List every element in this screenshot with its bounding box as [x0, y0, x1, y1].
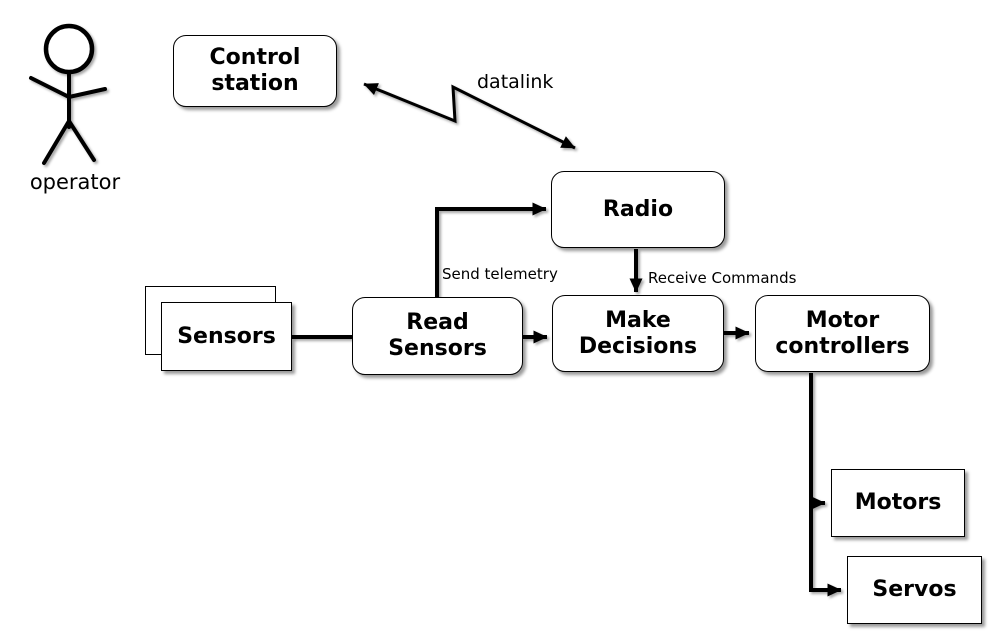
operator-head: [43, 23, 95, 75]
node-control-station: Control station: [173, 35, 337, 107]
node-read-sensors-label: Read Sensors: [388, 310, 487, 361]
node-servos: Servos: [847, 556, 982, 624]
node-sensors: Sensors: [161, 302, 292, 371]
node-radio: Radio: [551, 171, 725, 248]
operator-figure: [29, 23, 107, 165]
node-motor-controllers: Motor controllers: [755, 295, 930, 372]
node-motor-controllers-label: Motor controllers: [775, 307, 910, 359]
node-sensors-label: Sensors: [177, 323, 276, 349]
node-control-station-label: Control station: [209, 45, 301, 96]
receive-commands-edge-label: Receive Commands: [648, 269, 797, 287]
edge-datalink-zigzag: [363, 82, 576, 150]
datalink-edge-label: datalink: [477, 71, 554, 93]
send-telemetry-edge-label: Send telemetry: [442, 265, 558, 283]
edge-motor-controllers-to-servos: [809, 503, 842, 597]
operator-arms: [29, 76, 107, 100]
node-radio-label: Radio: [602, 196, 674, 222]
node-servos-label: Servos: [872, 577, 957, 603]
node-make-decisions: Make Decisions: [552, 295, 724, 372]
edge-motor-controllers-to-motors: [809, 373, 826, 510]
node-read-sensors: Read Sensors: [352, 297, 523, 375]
operator-label: operator: [29, 170, 121, 194]
node-motors: Motors: [831, 469, 965, 537]
node-make-decisions-label: Make Decisions: [578, 307, 698, 359]
node-motors-label: Motors: [854, 490, 942, 516]
edge-read-sensors-to-radio: [435, 202, 547, 298]
edges-group: [292, 82, 842, 597]
operator-legs: [42, 117, 96, 165]
